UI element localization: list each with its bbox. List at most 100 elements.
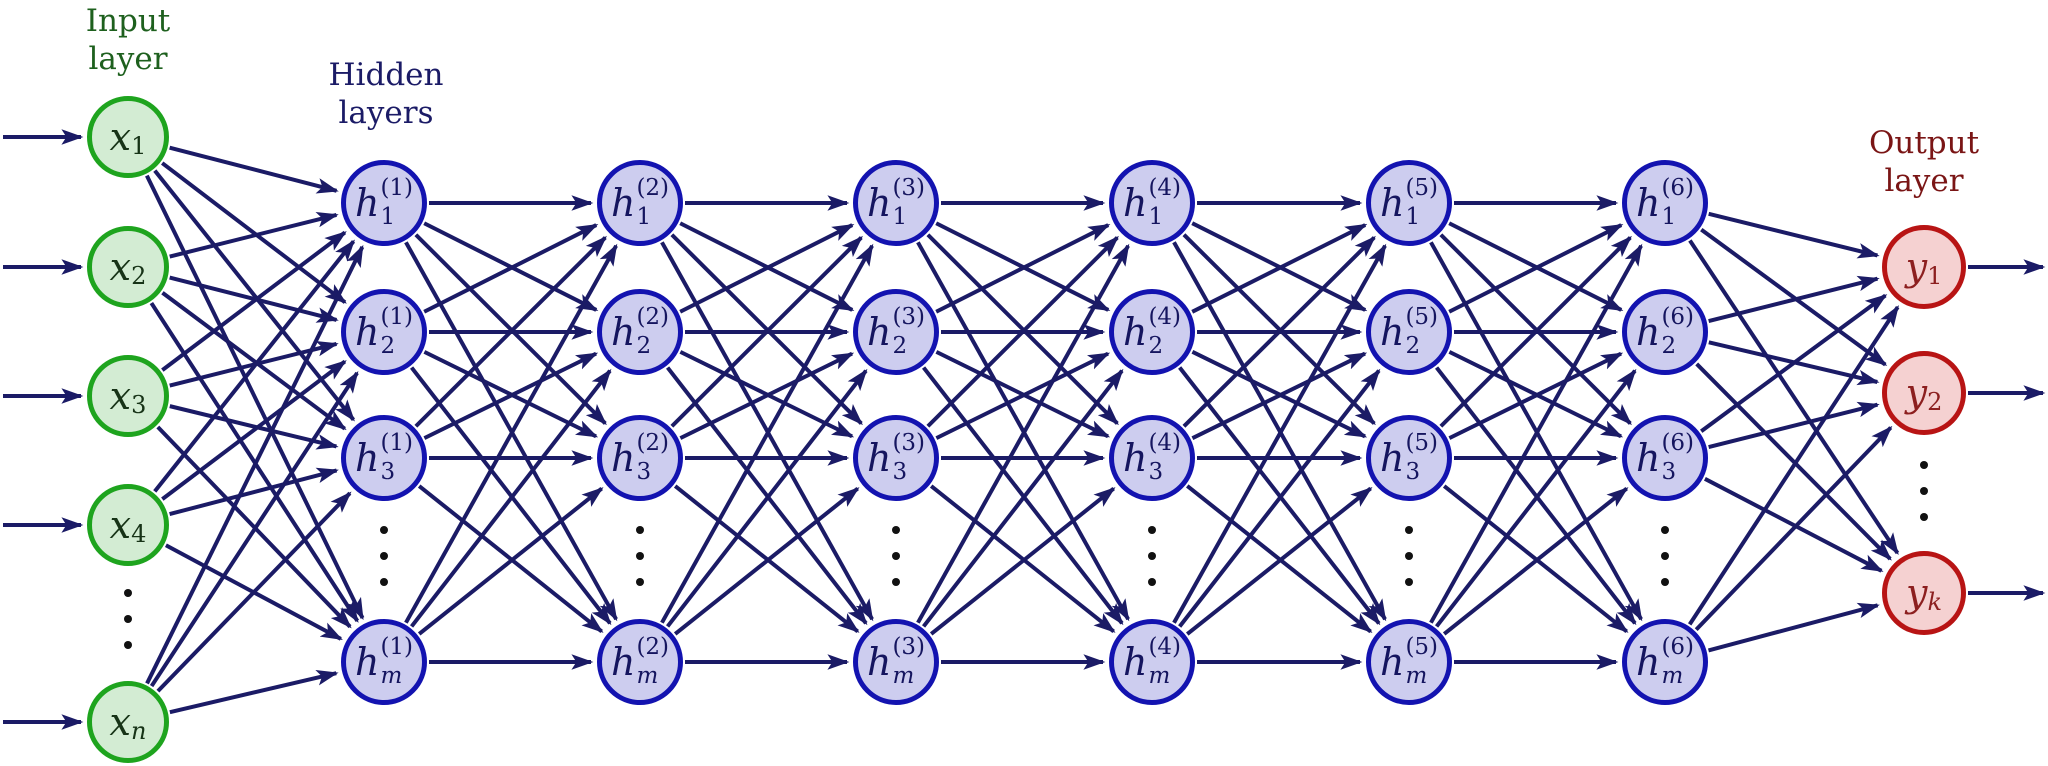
ellipsis-dot: [124, 615, 132, 623]
edge-hm-2-h2-3: [666, 368, 868, 628]
ellipsis-dot: [1920, 513, 1928, 521]
edge-xn-hm-1: [169, 670, 339, 715]
node-subscript: 3: [1661, 459, 1677, 485]
node-scripts: (5)3: [1405, 432, 1438, 484]
node-superscript: (6): [1661, 175, 1695, 201]
node-scripts: (3)1: [892, 177, 925, 229]
node-variable: h: [1122, 181, 1148, 225]
hidden-node-h2-1: h(1)2: [341, 289, 427, 375]
edge-hm-5-h3-6: [1442, 486, 1629, 636]
node-variable: h: [1379, 310, 1405, 354]
node-superscript: (5): [1405, 430, 1439, 456]
node-subscript: 3: [1405, 459, 1421, 485]
ellipsis-dot: [892, 526, 900, 534]
edge-xn-h1-1: [145, 244, 365, 685]
node-superscript: (1): [380, 175, 414, 201]
edge-h3-6-y1: [1700, 293, 1888, 433]
input-layer-label-line1: Input: [85, 3, 171, 39]
ellipsis-dot: [636, 552, 644, 560]
node-label-hm-1: h(1)m: [355, 636, 413, 688]
edge-h1-6-y2: [1700, 228, 1888, 367]
edge-h3-2-h2-3: [679, 351, 855, 440]
edge-h3-5-h1-6: [1439, 235, 1632, 428]
node-subscript: 2: [131, 262, 147, 290]
hidden-node-h3-5: h(5)3: [1366, 415, 1452, 501]
node-label-h3-2: h(2)3: [611, 432, 669, 484]
node-superscript: (5): [1405, 175, 1439, 201]
hidden-layers-label-line1: Hidden: [328, 57, 444, 93]
node-variable: x: [109, 700, 131, 744]
hidden-node-h1-1: h(1)1: [341, 160, 427, 246]
node-superscript: (6): [1661, 430, 1695, 456]
node-subscript: k: [1927, 588, 1942, 616]
hidden-node-h2-6: h(6)2: [1622, 289, 1708, 375]
node-subscript: m: [636, 663, 659, 689]
node-superscript: (1): [380, 634, 414, 660]
node-scripts: (2)m: [636, 636, 669, 688]
hidden-node-h1-4: h(4)1: [1109, 160, 1195, 246]
edge-h2-1-h1-2: [423, 223, 599, 314]
edge-h3-4-h2-5: [1191, 351, 1368, 440]
node-scripts: (1)m: [380, 636, 413, 688]
edge-h3-1-h1-2: [414, 235, 607, 428]
node-subscript: 3: [380, 459, 396, 485]
edge-hm-2-h3-3: [673, 486, 860, 636]
hidden-1-ellipsis: [380, 526, 388, 586]
ellipsis-dot: [1148, 552, 1156, 560]
edge-hm-6-y1: [1688, 305, 1900, 626]
edge-h2-5-h1-6: [1448, 223, 1624, 314]
node-variable: h: [866, 436, 892, 480]
edge-hm-5-h2-6: [1435, 368, 1637, 628]
ellipsis-dot: [1661, 526, 1669, 534]
hidden-5-ellipsis: [1405, 526, 1413, 586]
edge-h3-6-y2: [1708, 401, 1880, 449]
node-variable: y: [1905, 371, 1927, 415]
node-scripts: (2)2: [636, 306, 669, 358]
node-variable: h: [866, 640, 892, 684]
hidden-node-h1-6: h(6) 1: [1622, 160, 1708, 246]
ellipsis-dot: [380, 578, 388, 586]
node-subscript: m: [1405, 663, 1428, 689]
node-scripts: (1)2: [380, 306, 413, 358]
node-scripts: (6)m: [1661, 636, 1694, 688]
node-superscript: (5): [1405, 634, 1439, 660]
edge-hm-6-yk: [1707, 602, 1880, 653]
hidden-node-h2-2: h(2)2: [597, 289, 683, 375]
node-variable: h: [1635, 181, 1661, 225]
ellipsis-dot: [892, 578, 900, 586]
node-subscript: 1: [1661, 204, 1677, 230]
hidden-6-ellipsis: [1661, 526, 1669, 586]
ellipsis-dot: [1148, 526, 1156, 534]
hidden-layers-label-line2: layers: [338, 95, 434, 131]
node-superscript: (5): [1405, 304, 1439, 330]
hidden-node-h3-6: h(6)3: [1622, 415, 1708, 501]
node-scripts: (4)m: [1148, 636, 1181, 688]
edge-hm-2-h1-3: [660, 243, 874, 624]
node-label-h1-4: h(4)1: [1123, 177, 1181, 229]
edge-h1-6-y1: [1708, 211, 1880, 259]
node-label-h2-4: h(4)2: [1123, 306, 1181, 358]
hidden-node-hm-2: h(2)m: [597, 619, 683, 705]
edge-x4-h2-1: [161, 359, 347, 501]
node-variable: x: [109, 245, 131, 289]
hidden-node-h3-2: h(2)3: [597, 415, 683, 501]
edge-h3-4-h1-5: [1182, 235, 1376, 428]
hidden-3-ellipsis: [892, 526, 900, 586]
hidden-node-hm-5: h(5)m: [1366, 619, 1452, 705]
node-scripts: (2)3: [636, 432, 669, 484]
node-label-h3-6: h(6)3: [1636, 432, 1694, 484]
node-variable: h: [610, 436, 636, 480]
node-variable: x: [109, 115, 131, 159]
edge-h2-2-h1-3: [679, 223, 855, 314]
node-superscript: (3): [892, 430, 926, 456]
node-subscript: m: [1661, 663, 1684, 689]
ellipsis-dot: [380, 526, 388, 534]
node-variable: x: [109, 503, 131, 547]
